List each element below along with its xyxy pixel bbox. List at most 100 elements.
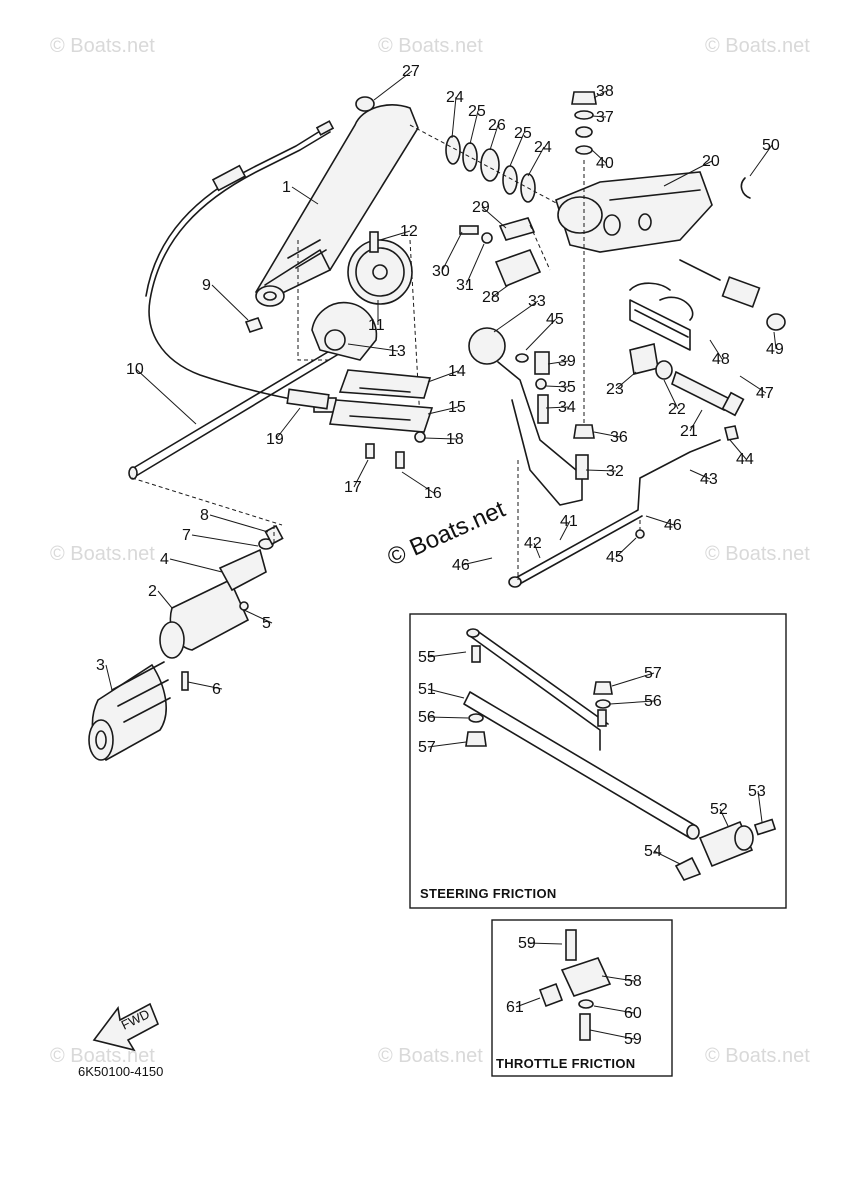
steering-inset-frame	[409, 613, 787, 909]
leader-line-25b	[509, 132, 525, 167]
steering-friction-title: STEERING FRICTION	[420, 886, 557, 901]
leader-line-56	[427, 716, 469, 719]
watermark-mid-left: © Boats.net	[50, 543, 155, 565]
leader-line-59	[527, 942, 563, 945]
callout-13: 13	[388, 343, 406, 360]
callout-52: 52	[710, 801, 728, 818]
leader-line-31	[465, 243, 485, 286]
watermark-top-right: © Boats.net	[705, 35, 810, 57]
watermark-top-left: © Boats.net	[50, 35, 155, 57]
watermark-bottom-right: © Boats.net	[705, 1045, 810, 1067]
callout-21: 21	[680, 423, 698, 440]
callout-46: 46	[452, 557, 470, 574]
leader-line-44	[729, 439, 747, 460]
callout-38: 38	[596, 83, 614, 100]
callout-37: 37	[596, 109, 614, 126]
callout-33: 33	[528, 293, 546, 310]
leader-line-46	[461, 557, 493, 566]
leader-line-47	[739, 375, 767, 394]
callout-34: 34	[558, 399, 576, 416]
callout-47: 47	[756, 385, 774, 402]
throttle-friction-inset: THROTTLE FRICTION	[491, 919, 673, 1077]
callout-30: 30	[432, 263, 450, 280]
callout-8: 8	[200, 507, 209, 524]
leader-line-32	[585, 469, 617, 472]
leader-line-52	[719, 808, 729, 827]
callout-6: 6	[212, 681, 221, 698]
leader-line-25	[469, 110, 479, 145]
watermark-bottom-left: © Boats.net	[50, 1045, 155, 1067]
link-rods	[508, 425, 739, 588]
bracket	[459, 217, 551, 288]
shift-rod	[128, 317, 353, 480]
callout-20: 20	[702, 153, 720, 170]
leader-line-36	[593, 431, 621, 438]
leader-line-57	[427, 741, 467, 748]
leader-line-13	[347, 343, 399, 352]
leader-line-24	[451, 96, 457, 139]
callout-19: 19	[266, 431, 284, 448]
callout-9: 9	[202, 277, 211, 294]
callout-15: 15	[448, 399, 466, 416]
leader-line-61	[515, 997, 541, 1008]
leader-line-45	[525, 318, 557, 351]
callout-39: 39	[558, 353, 576, 370]
callout-43: 43	[700, 471, 718, 488]
leader-line-41	[559, 520, 571, 541]
callout-25: 25	[468, 103, 486, 120]
cable-end	[286, 388, 330, 410]
swivel-bracket	[555, 171, 713, 253]
diagram-code: 6K50100-4150	[78, 1064, 163, 1079]
leader-line-40	[591, 149, 607, 164]
leader-line-6	[187, 681, 223, 690]
callout-23: 23	[606, 381, 624, 398]
callout-59: 59	[518, 935, 536, 952]
leader-line-34	[545, 406, 569, 409]
callout-24b: 24	[534, 139, 552, 156]
leader-line-53	[757, 790, 763, 823]
callout-12: 12	[400, 223, 418, 240]
leader-line-19	[275, 407, 301, 440]
callout-31: 31	[456, 277, 474, 294]
callout-42: 42	[524, 535, 542, 552]
callout-50: 50	[762, 137, 780, 154]
stop-switch	[629, 177, 786, 351]
callout-49: 49	[766, 341, 784, 358]
callout-57: 57	[418, 739, 436, 756]
leader-line-3	[105, 664, 113, 691]
throttle-inset-frame	[491, 919, 673, 1077]
callout-44: 44	[736, 451, 754, 468]
leader-line-60	[593, 1005, 635, 1014]
callout-46b: 46	[664, 517, 682, 534]
throttle-grip	[88, 477, 284, 761]
leader-line-59b	[589, 1029, 635, 1040]
callout-51: 51	[418, 681, 436, 698]
leader-line-39	[547, 360, 569, 365]
leader-line-28	[491, 283, 511, 298]
leader-line-57b	[611, 672, 655, 687]
callout-29: 29	[472, 199, 490, 216]
callout-32: 32	[606, 463, 624, 480]
leader-line-48	[709, 339, 723, 360]
plates	[328, 369, 434, 469]
leader-line-23	[615, 371, 637, 390]
leader-line-38	[593, 90, 607, 99]
callout-55: 55	[418, 649, 436, 666]
callout-7: 7	[182, 527, 191, 544]
callout-48: 48	[712, 351, 730, 368]
leader-line-17	[353, 459, 369, 488]
watermark-mid-right: © Boats.net	[705, 543, 810, 565]
leader-line-10	[135, 368, 197, 425]
leader-line-5	[243, 609, 273, 624]
pivot-bolt	[629, 343, 745, 417]
leader-line-42	[533, 542, 541, 559]
leader-line-1	[291, 186, 319, 205]
leader-line-55	[427, 651, 467, 658]
callout-54: 54	[644, 843, 662, 860]
leader-line-37	[591, 115, 607, 118]
watermark-center: © Boats.net	[383, 496, 509, 572]
leader-line-58	[601, 975, 635, 982]
callout-10: 10	[126, 361, 144, 378]
leader-line-22	[663, 379, 679, 410]
